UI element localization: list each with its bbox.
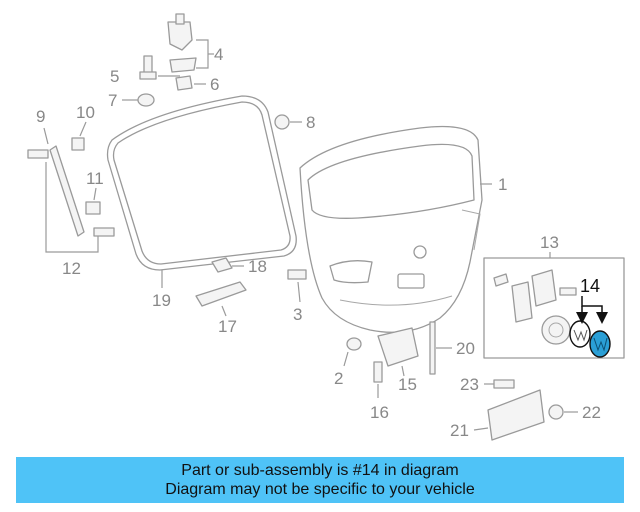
hinge-assembly bbox=[122, 13, 214, 107]
bumper-8 bbox=[274, 114, 302, 130]
bolt-3 bbox=[287, 269, 307, 303]
callout-8: 8 bbox=[306, 113, 315, 132]
callout-15: 15 bbox=[398, 375, 417, 394]
plate-21 bbox=[473, 389, 545, 441]
callout-10: 10 bbox=[76, 103, 95, 122]
callout-5: 5 bbox=[110, 67, 119, 86]
nut-22 bbox=[548, 404, 578, 420]
callout-14: 14 bbox=[580, 276, 600, 296]
callout-23: 23 bbox=[460, 375, 479, 394]
bolt-16 bbox=[373, 361, 383, 398]
callout-21: 21 bbox=[450, 421, 469, 440]
banner-line-1: Part or sub-assembly is #14 in diagram bbox=[181, 462, 459, 479]
support-strut bbox=[27, 121, 115, 253]
callout-17: 17 bbox=[218, 317, 237, 336]
parts-diagram: 1 2 3 4 5 6 7 8 9 10 11 12 13 14 15 16 1… bbox=[27, 13, 625, 441]
callout-1: 1 bbox=[498, 175, 507, 194]
liftgate-panel bbox=[299, 125, 483, 333]
callout-9: 9 bbox=[36, 107, 45, 126]
callout-20: 20 bbox=[456, 339, 475, 358]
rod-20 bbox=[429, 321, 452, 375]
callout-7: 7 bbox=[108, 91, 117, 110]
fastener-2 bbox=[343, 337, 362, 367]
weatherstrip-seal bbox=[106, 95, 297, 271]
callout-6: 6 bbox=[210, 75, 219, 94]
clip-18 bbox=[211, 257, 244, 273]
info-banner: Part or sub-assembly is #14 in diagram D… bbox=[16, 457, 624, 503]
callout-11: 11 bbox=[86, 169, 104, 188]
emblem-14 bbox=[569, 296, 611, 358]
callout-19: 19 bbox=[152, 291, 171, 310]
callout-4: 4 bbox=[214, 45, 223, 64]
bolt-23 bbox=[484, 379, 515, 389]
handle-assembly-box bbox=[483, 252, 625, 359]
callout-13: 13 bbox=[540, 233, 559, 252]
bracket-17 bbox=[195, 281, 247, 317]
callout-12: 12 bbox=[62, 259, 81, 278]
latch-15 bbox=[377, 327, 419, 377]
callout-18: 18 bbox=[248, 257, 267, 276]
callout-3: 3 bbox=[293, 305, 302, 324]
banner-line-2: Diagram may not be specific to your vehi… bbox=[165, 481, 475, 498]
callout-22: 22 bbox=[582, 403, 601, 422]
callout-2: 2 bbox=[334, 369, 343, 388]
callout-16: 16 bbox=[370, 403, 389, 422]
